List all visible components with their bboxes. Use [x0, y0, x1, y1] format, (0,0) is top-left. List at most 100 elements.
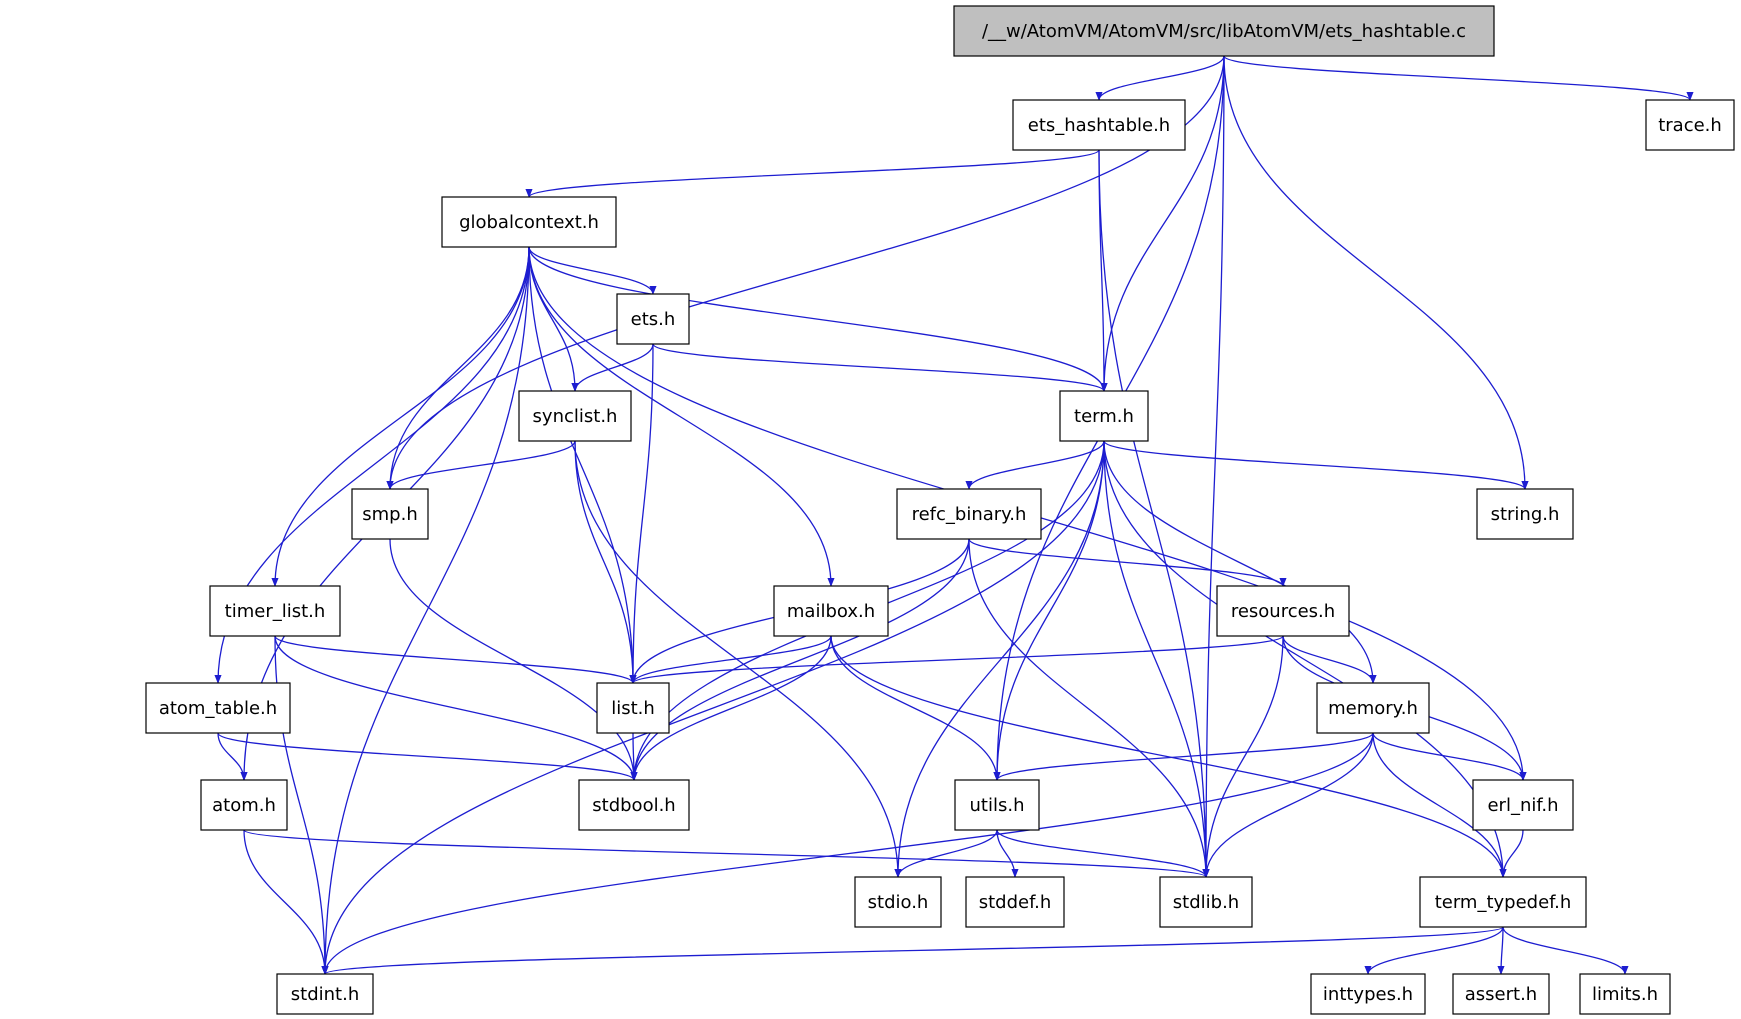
node-stddef-h[interactable]: stddef.h	[965, 876, 1065, 928]
node-box	[1216, 585, 1350, 637]
node-box	[441, 196, 617, 248]
node-box	[145, 682, 291, 734]
node-limits-h[interactable]: limits.h	[1579, 973, 1671, 1015]
node-trace-h[interactable]: trace.h	[1645, 99, 1735, 151]
edge-term_typedef_h-to-limits_h	[1502, 926, 1629, 975]
node-label: atom.h	[212, 795, 276, 816]
edge-term_typedef_h-to-assert_h	[1497, 926, 1505, 975]
edge-globalcontext_h-to-list_h	[528, 246, 637, 684]
node-box	[351, 488, 429, 540]
node-box	[1645, 99, 1735, 151]
node-box	[1012, 99, 1186, 151]
node-label: refc_binary.h	[912, 504, 1027, 525]
node-stdbool-h[interactable]: stdbool.h	[578, 779, 690, 831]
edge-resources_h-to-list_h	[629, 635, 1284, 684]
edge-term_h-to-term_typedef_h	[1103, 440, 1507, 878]
node-synclist-h[interactable]: synclist.h	[518, 390, 632, 442]
node-label: memory.h	[1328, 698, 1418, 719]
node-atom-h[interactable]: atom.h	[200, 779, 288, 831]
node-string-h[interactable]: string.h	[1476, 488, 1574, 540]
node-label: list.h	[611, 698, 655, 719]
node-smp-h[interactable]: smp.h	[351, 488, 429, 540]
node-ets-h[interactable]: ets.h	[616, 293, 690, 345]
node-stdint-h[interactable]: stdint.h	[276, 973, 374, 1015]
node-label: erl_nif.h	[1487, 795, 1558, 816]
node-label: stdint.h	[291, 984, 359, 1005]
node-assert-h[interactable]: assert.h	[1452, 973, 1550, 1015]
node-label: utils.h	[970, 795, 1025, 816]
node-box	[1159, 876, 1253, 928]
node-label: assert.h	[1465, 984, 1537, 1005]
node-label: limits.h	[1592, 984, 1658, 1005]
node-box	[1059, 390, 1149, 442]
node-box	[1316, 682, 1430, 734]
node-label: stdbool.h	[592, 795, 675, 816]
node-box	[578, 779, 690, 831]
edge-globalcontext_h-to-ets_h	[528, 246, 657, 295]
node-label: ets_hashtable.h	[1028, 115, 1170, 136]
node-erl-nif-h[interactable]: erl_nif.h	[1472, 779, 1574, 831]
edge-mailbox_h-to-list_h	[629, 635, 832, 684]
node-memory-h[interactable]: memory.h	[1316, 682, 1430, 734]
edge-term_h-to-stdio_h	[894, 440, 1105, 878]
node-label: trace.h	[1658, 115, 1722, 136]
node-label: /__w/AtomVM/AtomVM/src/libAtomVM/ets_has…	[982, 21, 1466, 42]
edge-globalcontext_h-to-term_h	[528, 246, 1108, 392]
edge-utils_h-to-stdlib_h	[996, 829, 1210, 878]
nodes-layer: /__w/AtomVM/AtomVM/src/libAtomVM/ets_has…	[145, 5, 1735, 1015]
node-globalcontext-h[interactable]: globalcontext.h	[441, 196, 617, 248]
edge-timer_list_h-to-stdbool_h	[274, 635, 638, 781]
edge-memory_h-to-erl_nif_h	[1372, 732, 1527, 781]
edge-erl_nif_h-to-term_typedef_h	[1499, 829, 1524, 878]
node-root[interactable]: /__w/AtomVM/AtomVM/src/libAtomVM/ets_has…	[953, 5, 1495, 57]
node-box	[200, 779, 288, 831]
edge-atom_h-to-stdint_h	[243, 829, 329, 975]
node-resources-h[interactable]: resources.h	[1216, 585, 1350, 637]
node-mailbox-h[interactable]: mailbox.h	[773, 585, 889, 637]
node-atom-table-h[interactable]: atom_table.h	[145, 682, 291, 734]
node-refc-binary-h[interactable]: refc_binary.h	[896, 488, 1042, 540]
node-label: stdlib.h	[1173, 892, 1239, 913]
edge-utils_h-to-stddef_h	[996, 829, 1019, 878]
node-label: term.h	[1074, 406, 1134, 427]
node-label: inttypes.h	[1323, 984, 1413, 1005]
node-label: stddef.h	[979, 892, 1052, 913]
edge-globalcontext_h-to-timer_list_h	[271, 246, 530, 587]
node-utils-h[interactable]: utils.h	[954, 779, 1040, 831]
edge-root-to-string_h	[1223, 55, 1529, 490]
node-timer-list-h[interactable]: timer_list.h	[209, 585, 341, 637]
node-inttypes-h[interactable]: inttypes.h	[1310, 973, 1426, 1015]
node-box	[896, 488, 1042, 540]
node-ets-hashtable-h[interactable]: ets_hashtable.h	[1012, 99, 1186, 151]
node-label: resources.h	[1231, 601, 1335, 622]
edge-synclist_h-to-smp_h	[386, 440, 576, 490]
edge-term_h-to-utils_h	[993, 440, 1105, 781]
edge-mailbox_h-to-stdbool_h	[630, 635, 832, 781]
node-stdio-h[interactable]: stdio.h	[854, 876, 942, 928]
edge-synclist_h-to-list_h	[574, 440, 637, 684]
node-term-typedef-h[interactable]: term_typedef.h	[1419, 876, 1587, 928]
node-label: smp.h	[362, 504, 417, 525]
node-box	[954, 779, 1040, 831]
edge-memory_h-to-term_typedef_h	[1372, 732, 1507, 878]
node-stdlib-h[interactable]: stdlib.h	[1159, 876, 1253, 928]
edge-resources_h-to-stdlib_h	[1202, 635, 1284, 878]
node-box	[1476, 488, 1574, 540]
edge-list_h-to-stdbool_h	[630, 732, 638, 781]
edge-term_h-to-refc_binary_h	[965, 440, 1105, 490]
edge-ets_h-to-list_h	[629, 343, 654, 684]
edge-globalcontext_h-to-mailbox_h	[528, 246, 835, 587]
edge-mailbox_h-to-utils_h	[830, 635, 1001, 781]
edge-ets_h-to-term_h	[652, 343, 1108, 392]
edge-mailbox_h-to-term_typedef_h	[830, 635, 1507, 878]
node-list-h[interactable]: list.h	[596, 682, 670, 734]
node-label: stdio.h	[868, 892, 929, 913]
edge-timer_list_h-to-list_h	[274, 635, 637, 684]
edge-smp_h-to-stdbool_h	[389, 538, 638, 781]
node-box	[518, 390, 632, 442]
node-box	[276, 973, 374, 1015]
node-term-h[interactable]: term.h	[1059, 390, 1149, 442]
node-box	[1472, 779, 1574, 831]
edge-term_typedef_h-to-stdint_h	[321, 926, 1504, 975]
